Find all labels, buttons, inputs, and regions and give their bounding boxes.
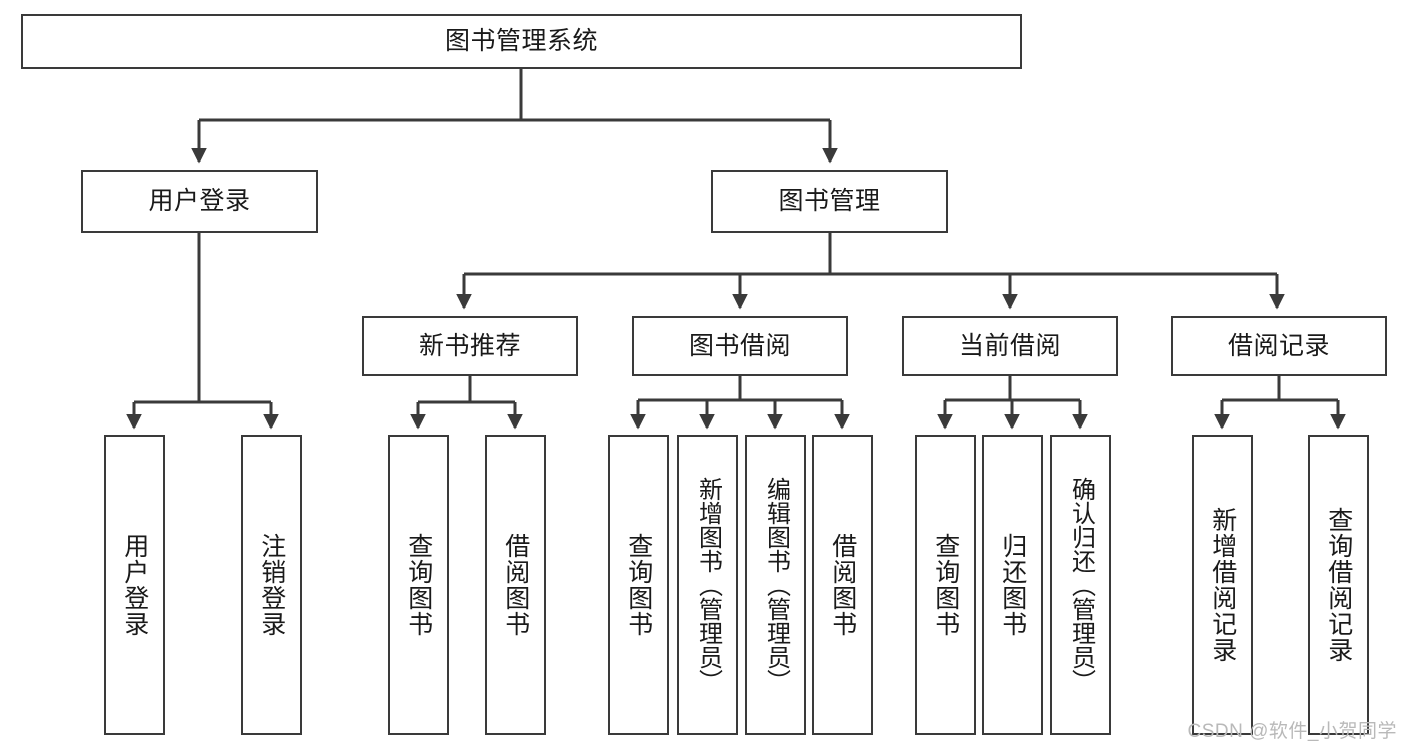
node-label: 图书管理: [778, 187, 881, 215]
node-book-borrow[interactable]: 图书借阅: [632, 316, 848, 376]
leaf-query-book-borrow[interactable]: 查询图书: [608, 435, 669, 735]
node-label: 用户登录: [120, 533, 149, 637]
node-label: 用户登录: [148, 187, 251, 215]
leaf-borrow-book[interactable]: 借阅图书: [812, 435, 873, 735]
leaf-query-book-current[interactable]: 查询图书: [915, 435, 976, 735]
node-label: 当前借阅: [958, 331, 1061, 360]
node-label: 新增借阅记录: [1208, 507, 1237, 663]
node-label: 查询图书: [624, 533, 653, 637]
node-label: 归还图书: [998, 533, 1027, 637]
leaf-user-login[interactable]: 用户登录: [104, 435, 165, 735]
node-label: 查询借阅记录: [1324, 507, 1353, 663]
leaf-logout[interactable]: 注销登录: [241, 435, 302, 735]
leaf-add-borrow-record[interactable]: 新增借阅记录: [1192, 435, 1253, 735]
node-label: 新增图书（管理员）: [694, 477, 722, 693]
leaf-query-borrow-record[interactable]: 查询借阅记录: [1308, 435, 1369, 735]
node-label: 图书借阅: [688, 331, 791, 360]
node-current-borrow[interactable]: 当前借阅: [902, 316, 1118, 376]
node-label: 新书推荐: [418, 331, 521, 360]
leaf-edit-book-admin[interactable]: 编辑图书（管理员）: [745, 435, 806, 735]
leaf-return-book[interactable]: 归还图书: [982, 435, 1043, 735]
node-label: 借阅图书: [501, 533, 530, 637]
leaf-confirm-return-admin[interactable]: 确认归还（管理员）: [1050, 435, 1111, 735]
node-label: 查询图书: [404, 533, 433, 637]
node-label: 编辑图书（管理员）: [762, 477, 790, 693]
node-borrow-record[interactable]: 借阅记录: [1171, 316, 1387, 376]
node-root-system[interactable]: 图书管理系统: [21, 14, 1022, 69]
node-label: 确认归还（管理员）: [1067, 477, 1095, 693]
leaf-add-book-admin[interactable]: 新增图书（管理员）: [677, 435, 738, 735]
leaf-borrow-book-recommend[interactable]: 借阅图书: [485, 435, 546, 735]
node-new-book-recommend[interactable]: 新书推荐: [362, 316, 578, 376]
node-user-login[interactable]: 用户登录: [81, 170, 318, 233]
node-label: 查询图书: [931, 533, 960, 637]
node-label: 借阅图书: [828, 533, 857, 637]
leaf-query-book-recommend[interactable]: 查询图书: [388, 435, 449, 735]
csdn-watermark: CSDN @软件_小贺同学: [1187, 721, 1397, 742]
node-label: 借阅记录: [1227, 331, 1330, 360]
node-label: 注销登录: [257, 533, 286, 637]
node-book-management[interactable]: 图书管理: [711, 170, 948, 233]
node-label: 图书管理系统: [444, 27, 598, 55]
